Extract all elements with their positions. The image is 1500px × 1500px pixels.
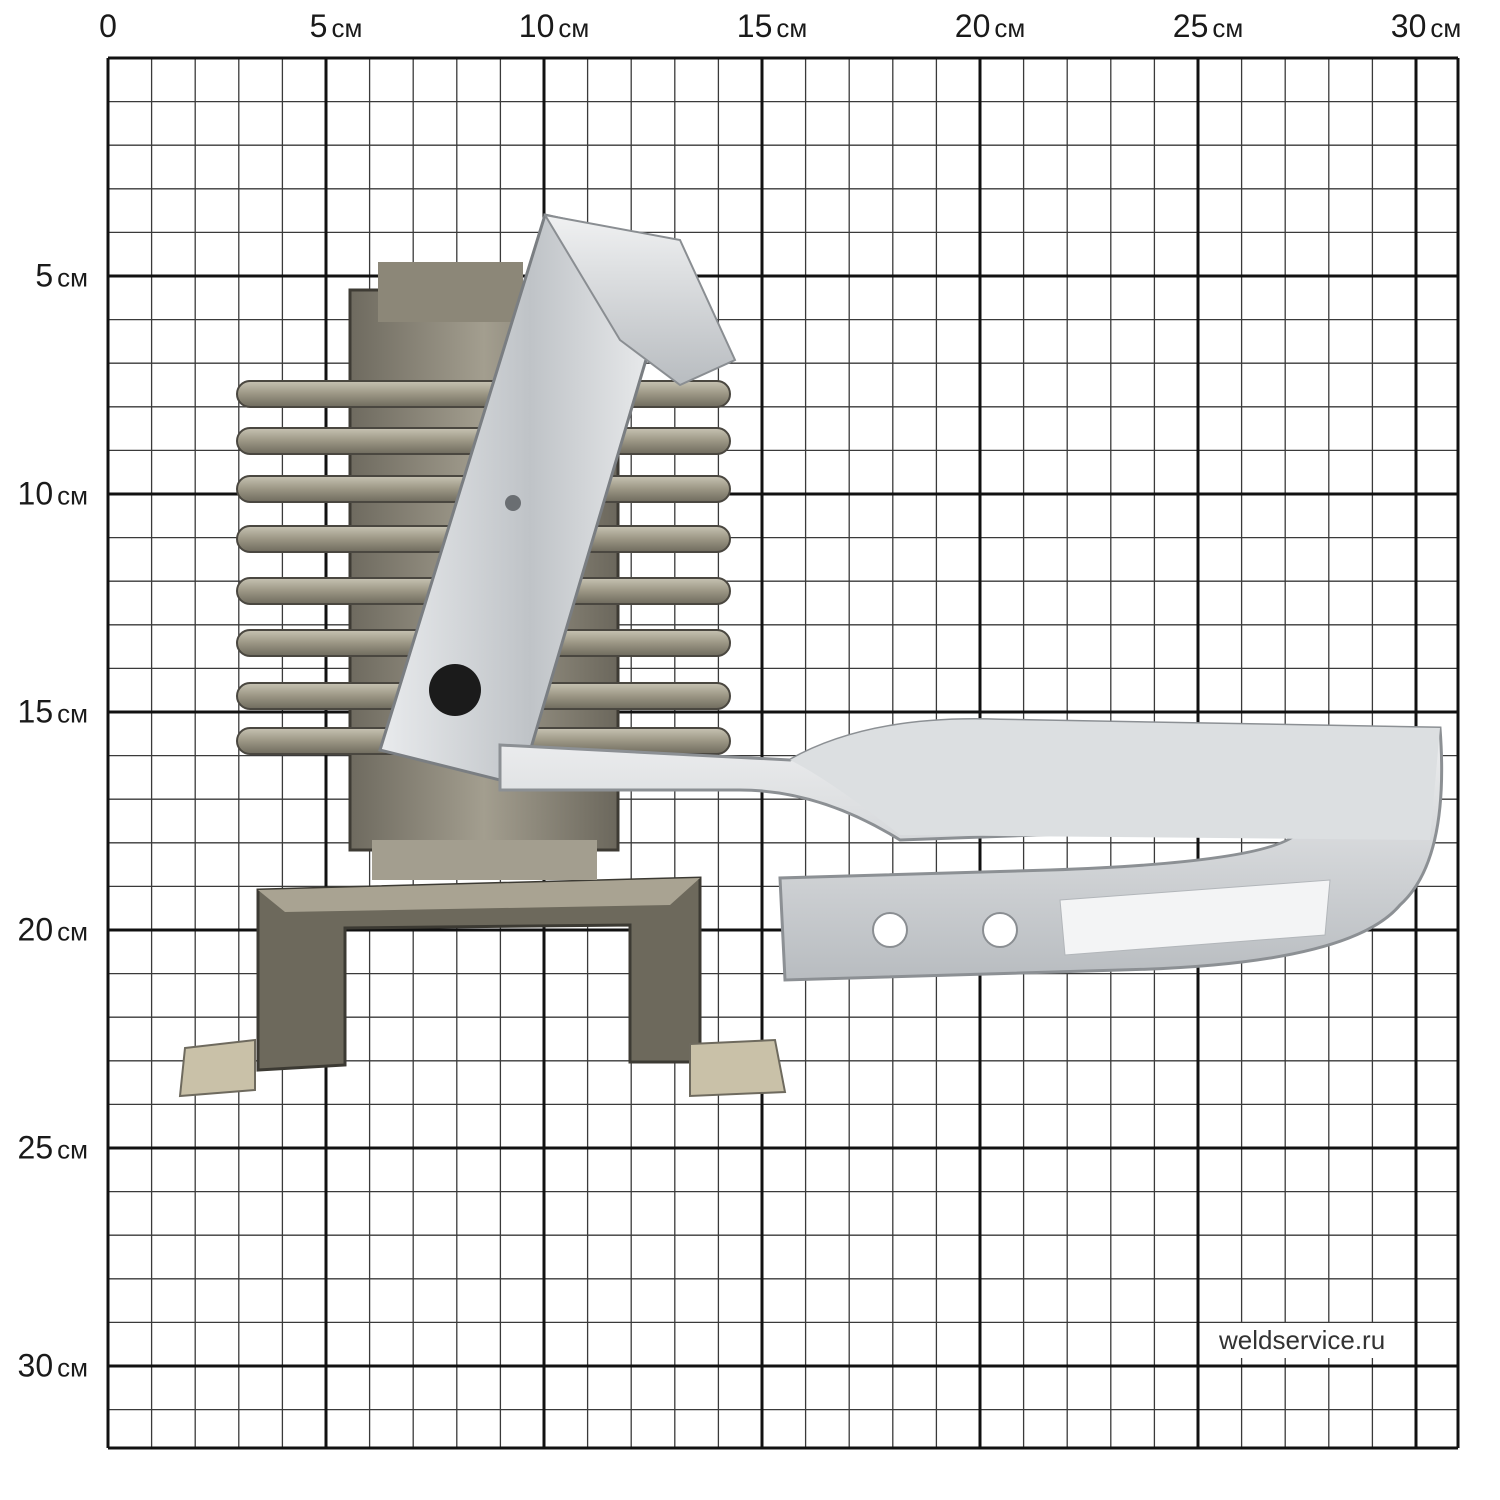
- axis-label-unit: см: [331, 13, 363, 43]
- axis-label-number: 5: [35, 257, 54, 294]
- axis-label-unit: см: [1430, 13, 1462, 43]
- axis-label-number: 15: [17, 693, 54, 730]
- axis-label-number: 10: [17, 475, 54, 512]
- axis-label-number: 0: [99, 8, 117, 44]
- radiator-fin: [236, 380, 731, 408]
- strap-hole: [429, 664, 481, 716]
- axis-label-number: 20: [954, 8, 991, 44]
- axis-label-unit: см: [57, 1134, 88, 1165]
- axis-label-number: 5: [309, 8, 328, 44]
- strap-rivet: [505, 495, 521, 511]
- axis-label-unit: см: [57, 262, 88, 293]
- x-axis-label: 0: [99, 8, 117, 45]
- radiator-photo: [178, 213, 1444, 1098]
- axis-label-number: 25: [1172, 8, 1209, 44]
- axis-label-number: 15: [736, 8, 773, 44]
- clip-right: [689, 1038, 787, 1098]
- base-bracket-top: [258, 878, 700, 912]
- axis-label-number: 10: [518, 8, 555, 44]
- base-bracket: [256, 876, 702, 1072]
- axis-label-number: 30: [1390, 8, 1427, 44]
- busbar-inner-label: [1059, 879, 1331, 956]
- axis-label-unit: см: [558, 13, 590, 43]
- busbar-top-face: [790, 719, 1440, 840]
- axis-label-unit: см: [57, 916, 88, 947]
- watermark-text: weldservice.ru: [1215, 1323, 1390, 1358]
- axis-label-unit: см: [776, 13, 808, 43]
- busbar-hole-1: [872, 912, 908, 948]
- busbar-hole-2: [982, 912, 1018, 948]
- axis-label-unit: см: [57, 1352, 88, 1383]
- clip-left: [178, 1038, 256, 1098]
- axis-label-unit: см: [57, 480, 88, 511]
- axis-label-number: 25: [17, 1129, 54, 1166]
- axis-label-unit: см: [1212, 13, 1244, 43]
- axis-label-number: 20: [17, 911, 54, 948]
- axis-label-unit: см: [994, 13, 1026, 43]
- axis-label-unit: см: [57, 698, 88, 729]
- aluminum-strap-bend: [543, 213, 737, 387]
- core-foot: [372, 840, 597, 880]
- axis-label-number: 30: [17, 1347, 54, 1384]
- core-top-plate: [378, 262, 523, 322]
